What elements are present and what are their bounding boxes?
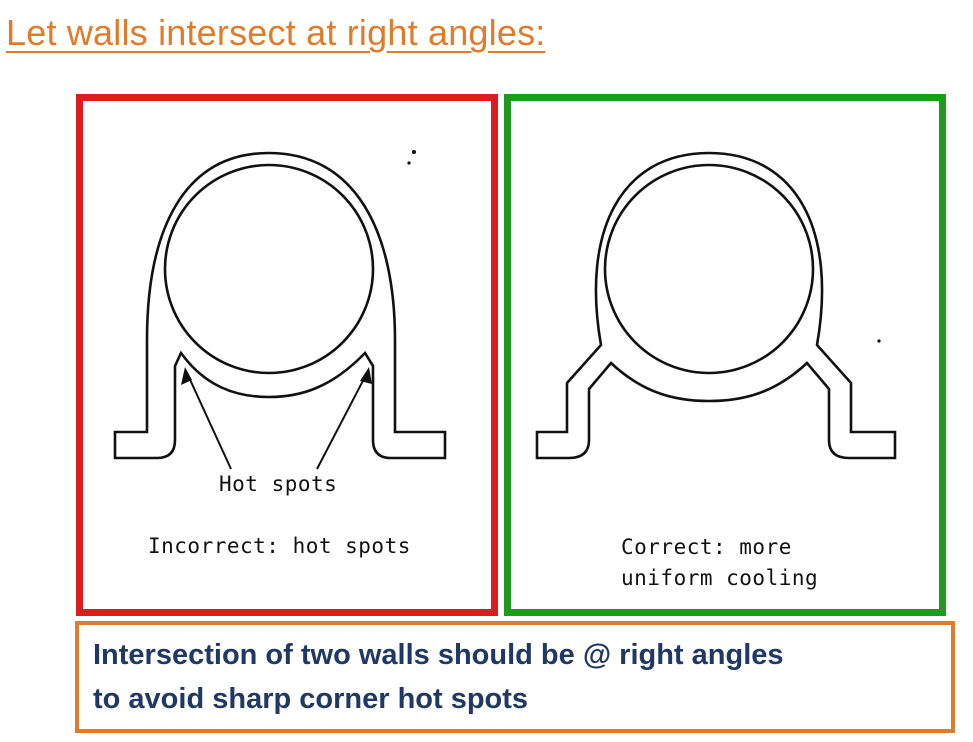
- hot-spot-arrow-left: [186, 372, 232, 470]
- hot-spot-arrowhead-left: [181, 367, 192, 385]
- correct-outer-wall: [535, 151, 897, 460]
- incorrect-outer-wall: [113, 151, 447, 460]
- incorrect-design-drawing: Hot spots Incorrect: hot spots: [113, 150, 447, 558]
- summary-line1: Intersection of two walls should be @ ri…: [93, 639, 784, 671]
- hot-spot-arrow-right: [316, 372, 368, 470]
- summary-line2: to avoid sharp corner hot spots: [93, 683, 529, 715]
- incorrect-inner-bore: [163, 163, 375, 375]
- hot-spot-arrowhead-right: [360, 367, 372, 384]
- correct-caption-line2: uniform cooling: [621, 566, 818, 590]
- correct-design-drawing: Correct: more uniform cooling: [535, 151, 897, 590]
- correct-design-panel: Correct: more uniform cooling: [504, 94, 946, 616]
- incorrect-design-panel: Hot spots Incorrect: hot spots: [76, 94, 498, 616]
- slide-title: Let walls intersect at right angles:: [6, 12, 546, 53]
- incorrect-caption: Incorrect: hot spots: [148, 534, 411, 558]
- summary-callout: Intersection of two walls should be @ ri…: [75, 621, 955, 733]
- correct-inner-bore: [603, 163, 815, 375]
- correct-caption-line1: Correct: more: [621, 535, 792, 559]
- hot-spots-label: Hot spots: [219, 472, 337, 496]
